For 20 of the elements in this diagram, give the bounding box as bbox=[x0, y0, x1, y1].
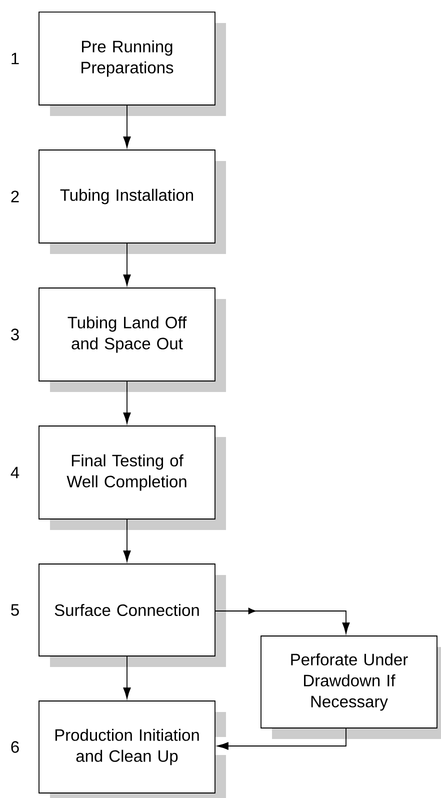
process-box: Final Testing of Well Completion bbox=[38, 426, 226, 530]
step-number: 3 bbox=[11, 328, 19, 340]
arrow bbox=[123, 656, 131, 699]
process-box: Production Initiation and Clean Up bbox=[38, 700, 216, 794]
process-box: Surface Connection bbox=[38, 564, 226, 667]
arrow bbox=[123, 381, 131, 424]
step-number: 5 bbox=[11, 604, 19, 616]
arrow bbox=[123, 105, 131, 148]
process-box: Tubing Installation bbox=[38, 150, 226, 254]
process-box: Pre Running Preparations bbox=[38, 12, 226, 116]
arrow bbox=[123, 519, 131, 562]
step-number: 4 bbox=[10, 466, 20, 478]
arrow bbox=[215, 608, 350, 634]
process-box: Perforate Under Drawdown If Necessary bbox=[260, 636, 441, 739]
arrow bbox=[217, 728, 346, 750]
process-box: Tubing Land Off and Space Out bbox=[38, 288, 226, 392]
step-number: 2 bbox=[11, 190, 19, 202]
arrow bbox=[123, 243, 131, 286]
step-number: 1 bbox=[12, 52, 19, 64]
step-number: 6 bbox=[11, 741, 19, 753]
